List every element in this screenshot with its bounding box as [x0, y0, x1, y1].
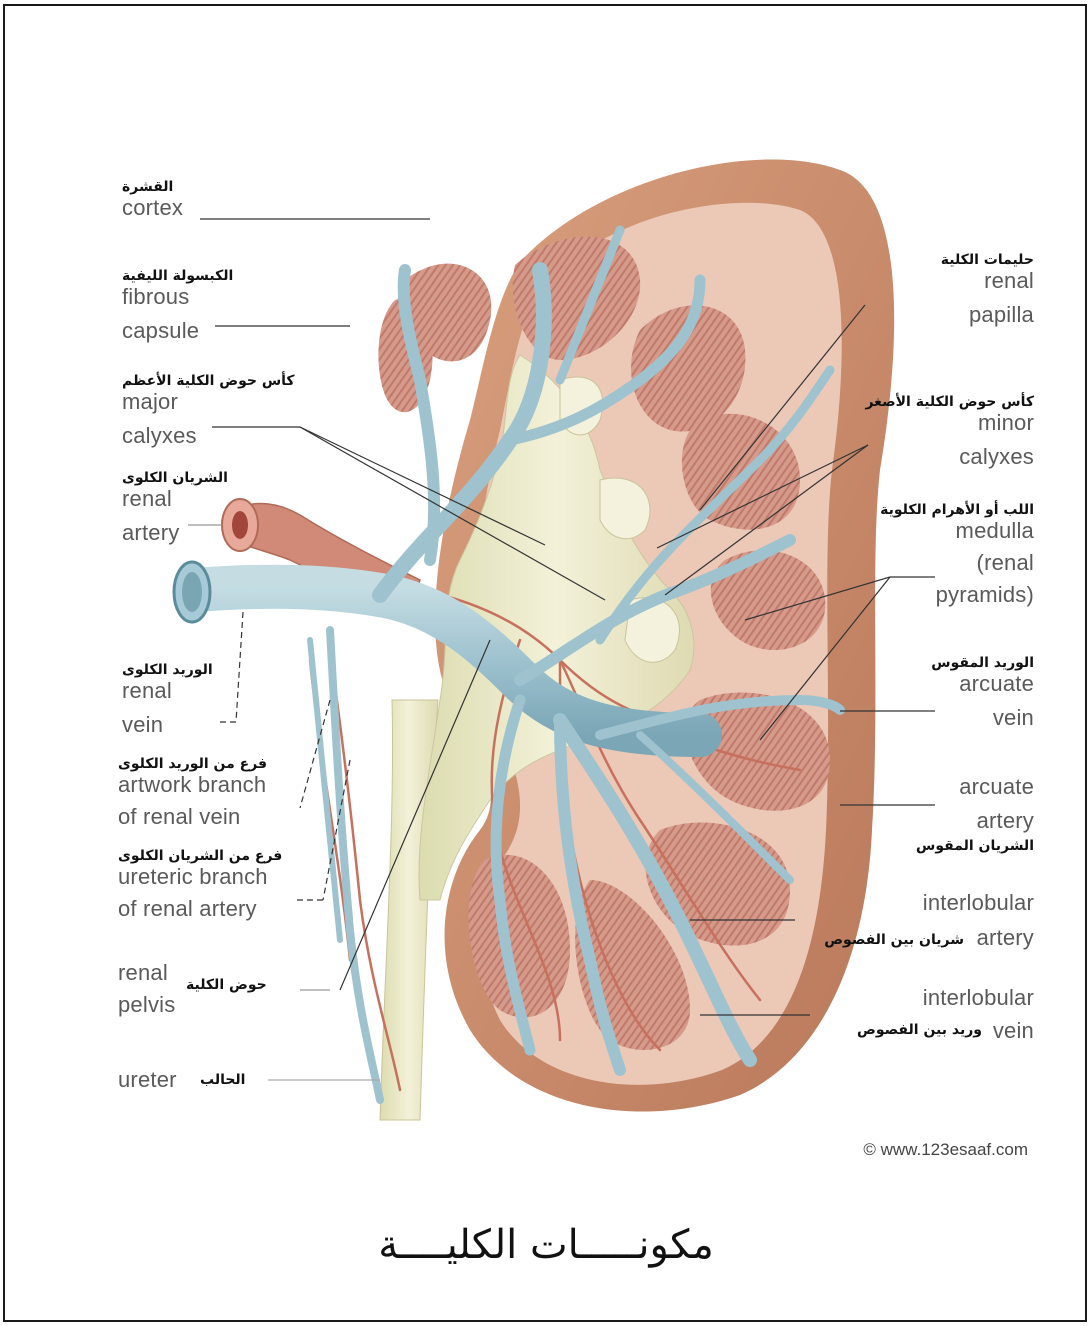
label-renal-pelvis-ar: حوض الكلية	[186, 977, 267, 993]
label-renal-pelvis-en-2: pelvis	[118, 992, 175, 1018]
label-ureteric-branch-ar: فرع من الشريان الكلوى	[118, 848, 282, 864]
label-renal-papilla-en-2: papilla	[941, 302, 1034, 328]
label-fibrous-capsule: الكبسولة الليفية fibrous capsule	[122, 268, 233, 344]
label-medulla-en-2: (renal	[880, 550, 1034, 576]
label-interlobular-vein-en-1: interlobular	[923, 985, 1034, 1011]
label-artwork-branch-en-1: artwork branch	[118, 772, 267, 798]
label-interlobular-vein-ar: وريد بين الفصوص	[857, 1022, 982, 1038]
label-artwork-branch: فرع من الوريد الكلوى artwork branch of r…	[118, 756, 267, 830]
label-arcuate-vein-en-2: vein	[931, 705, 1034, 731]
label-renal-vein-en-1: renal	[122, 678, 213, 704]
label-ureteric-branch: فرع من الشريان الكلوى ureteric branch of…	[118, 848, 282, 922]
label-cortex-en: cortex	[122, 195, 183, 221]
label-artwork-branch-en-2: of renal vein	[118, 804, 267, 830]
label-minor-calyxes-en-2: calyxes	[865, 444, 1034, 470]
label-arcuate-vein-ar: الوريد المقوس	[931, 655, 1034, 671]
label-renal-vein-ar: الوريد الكلوى	[122, 662, 213, 678]
label-arcuate-artery-ar: الشريان المقوس	[916, 838, 1034, 854]
label-major-calyxes: كأس حوض الكلية الأعظم major calyxes	[122, 373, 295, 449]
label-major-calyxes-en-1: major	[122, 389, 295, 415]
label-renal-artery-en-1: renal	[122, 486, 228, 512]
page-title: مكونـــــات الكليــــة	[0, 1222, 1092, 1268]
label-minor-calyxes-ar: كأس حوض الكلية الأصغر	[865, 394, 1034, 410]
ureter	[380, 700, 438, 1120]
label-fibrous-capsule-en-1: fibrous	[122, 284, 233, 310]
label-medulla: اللب أو الأهرام الكلوية medulla (renal p…	[880, 502, 1034, 608]
label-renal-artery: الشريان الكلوى renal artery	[122, 470, 228, 546]
label-ureteric-branch-en-1: ureteric branch	[118, 864, 282, 890]
label-renal-papilla-en-1: renal	[941, 268, 1034, 294]
label-renal-artery-en-2: artery	[122, 520, 228, 546]
label-renal-vein: الوريد الكلوى renal vein	[122, 662, 213, 738]
label-interlobular-vein-en-2: vein	[993, 1018, 1034, 1044]
label-ureter-ar: الحالب	[200, 1072, 245, 1088]
label-minor-calyxes-en-1: minor	[865, 410, 1034, 436]
label-renal-papilla-ar: حليمات الكلية	[941, 252, 1034, 268]
label-major-calyxes-ar: كأس حوض الكلية الأعظم	[122, 373, 295, 389]
label-artwork-branch-ar: فرع من الوريد الكلوى	[118, 756, 267, 772]
label-cortex: القشرة cortex	[122, 179, 183, 221]
label-ureteric-branch-en-2: of renal artery	[118, 896, 282, 922]
label-medulla-en-1: medulla	[880, 518, 1034, 544]
label-renal-artery-ar: الشريان الكلوى	[122, 470, 228, 486]
label-arcuate-artery: arcuate artery الشريان المقوس	[916, 774, 1034, 854]
label-renal-vein-en-2: vein	[122, 712, 213, 738]
label-arcuate-vein-en-1: arcuate	[931, 671, 1034, 697]
label-renal-papilla: حليمات الكلية renal papilla	[941, 252, 1034, 328]
label-interlobular-artery-en-2: artery	[977, 925, 1034, 951]
label-minor-calyxes: كأس حوض الكلية الأصغر minor calyxes	[865, 394, 1034, 470]
label-ureter-en: ureter	[118, 1067, 177, 1093]
label-medulla-ar: اللب أو الأهرام الكلوية	[880, 502, 1034, 518]
label-fibrous-capsule-en-2: capsule	[122, 318, 233, 344]
label-interlobular-artery-ar: شريان بين الفصوص	[824, 932, 964, 948]
label-renal-pelvis-en-1: renal	[118, 960, 175, 986]
label-fibrous-capsule-ar: الكبسولة الليفية	[122, 268, 233, 284]
label-cortex-ar: القشرة	[122, 179, 183, 195]
copyright-text: © www.123esaaf.com	[863, 1140, 1028, 1160]
label-arcuate-artery-en-2: artery	[916, 808, 1034, 834]
label-renal-pelvis: renal pelvis	[118, 960, 175, 1018]
label-arcuate-artery-en-1: arcuate	[916, 774, 1034, 800]
label-medulla-en-3: pyramids)	[880, 582, 1034, 608]
label-arcuate-vein: الوريد المقوس arcuate vein	[931, 655, 1034, 731]
label-major-calyxes-en-2: calyxes	[122, 423, 295, 449]
label-interlobular-artery-en-1: interlobular	[923, 890, 1034, 916]
